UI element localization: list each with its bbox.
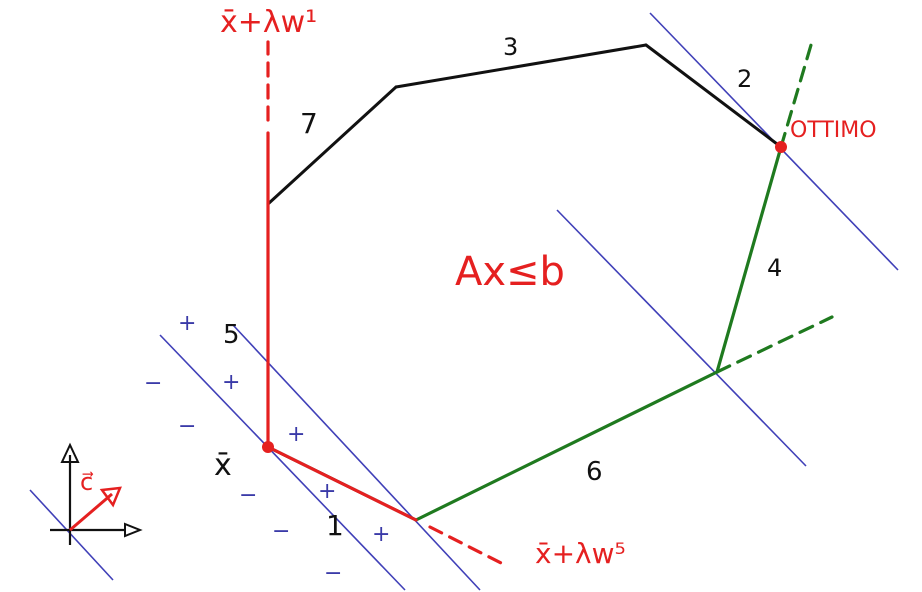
ray-w5-label: x̄+λw⁵: [535, 537, 626, 570]
x-axis-arrow-icon: [124, 522, 143, 538]
optimum-label: OTTIMO: [790, 118, 877, 143]
plus-sign: +: [318, 479, 336, 504]
ray-w5-solid: [266, 445, 418, 522]
plus-sign: +: [372, 522, 390, 547]
edge-1-label: 1: [326, 509, 344, 542]
c-vector-line: [69, 492, 113, 532]
red-rays: [266, 40, 507, 567]
y-axis-arrow-icon: [60, 442, 80, 463]
axes: [50, 442, 143, 545]
edge-2-label: 2: [737, 65, 752, 93]
vertex-xbar: [262, 441, 274, 453]
minus-sign: −: [144, 371, 162, 396]
region-label: Ax≤b: [455, 249, 565, 295]
edge-3: [394, 43, 648, 89]
level-line-xbar: [232, 324, 481, 591]
edge-4-label: 4: [767, 254, 782, 282]
edge-4-extension: [779, 43, 813, 149]
edge-4: [715, 145, 783, 374]
level-line-axes: [29, 489, 114, 581]
ray-w5-dashed: [428, 525, 507, 567]
edge-3-label: 3: [503, 33, 518, 61]
edge-5-label: 5: [223, 320, 240, 350]
minus-sign: −: [239, 483, 257, 508]
edge-6-label: 6: [586, 457, 603, 487]
ray-w1-label: x̄+λw¹: [220, 5, 317, 40]
minus-sign: −: [324, 561, 342, 586]
c-vector-label: c⃗: [80, 468, 94, 496]
plus-sign: +: [287, 422, 305, 447]
edge-7-label: 7: [300, 107, 318, 140]
green-path: [414, 43, 834, 522]
c-vector-arrow-icon: [99, 486, 122, 508]
level-lines: [29, 12, 899, 591]
plus-sign: +: [178, 311, 196, 336]
edge-7: [266, 85, 398, 206]
plus-sign: +: [222, 370, 240, 395]
edge-6-extension: [715, 315, 834, 374]
half-plane-signs: + + + + + − − − − −: [144, 311, 390, 586]
xbar-label: x̄: [214, 448, 232, 483]
edge-6: [414, 370, 719, 522]
level-line-lower: [159, 334, 406, 591]
minus-sign: −: [178, 414, 196, 439]
level-line-middle: [556, 209, 807, 467]
edge-2: [644, 43, 783, 149]
minus-sign: −: [272, 519, 290, 544]
vertex-optimum: [775, 141, 787, 153]
